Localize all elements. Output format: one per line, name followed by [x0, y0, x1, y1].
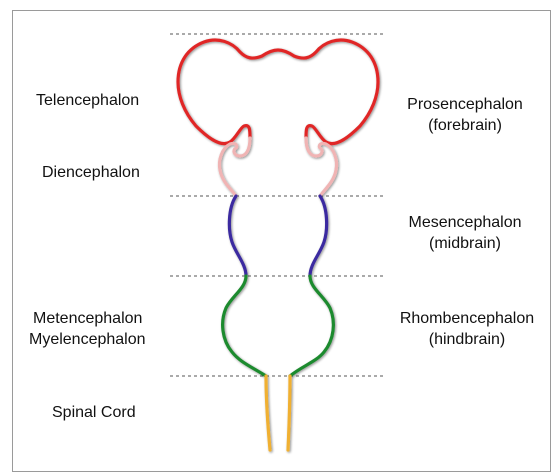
diencephalon-left-outline	[219, 138, 250, 196]
label-prosencephalon: Prosencephalon	[390, 94, 540, 116]
rhombencephalon-right-outline	[290, 276, 333, 376]
label-myelencephalon: Myelencephalon	[29, 329, 146, 351]
label-hindbrain: (hindbrain)	[386, 329, 548, 351]
label-telencephalon: Telencephalon	[36, 90, 139, 112]
label-rhombencephalon: Rhombencephalon	[386, 308, 548, 330]
diencephalon-right-outline	[306, 138, 337, 196]
mesencephalon-right-outline	[310, 196, 327, 276]
spinal-cord-right-outline	[288, 376, 290, 450]
rhombencephalon-left-outline	[223, 276, 266, 376]
spinal-cord-left-outline	[266, 376, 270, 450]
label-spinal-cord: Spinal Cord	[52, 402, 136, 424]
mesencephalon-left-outline	[229, 196, 246, 276]
label-midbrain: (midbrain)	[390, 233, 540, 255]
label-forebrain: (forebrain)	[390, 115, 540, 137]
label-diencephalon: Diencephalon	[42, 162, 140, 184]
label-metencephalon: Metencephalon	[33, 308, 142, 330]
label-mesencephalon: Mesencephalon	[390, 212, 540, 234]
telencephalon-outline	[178, 40, 378, 144]
